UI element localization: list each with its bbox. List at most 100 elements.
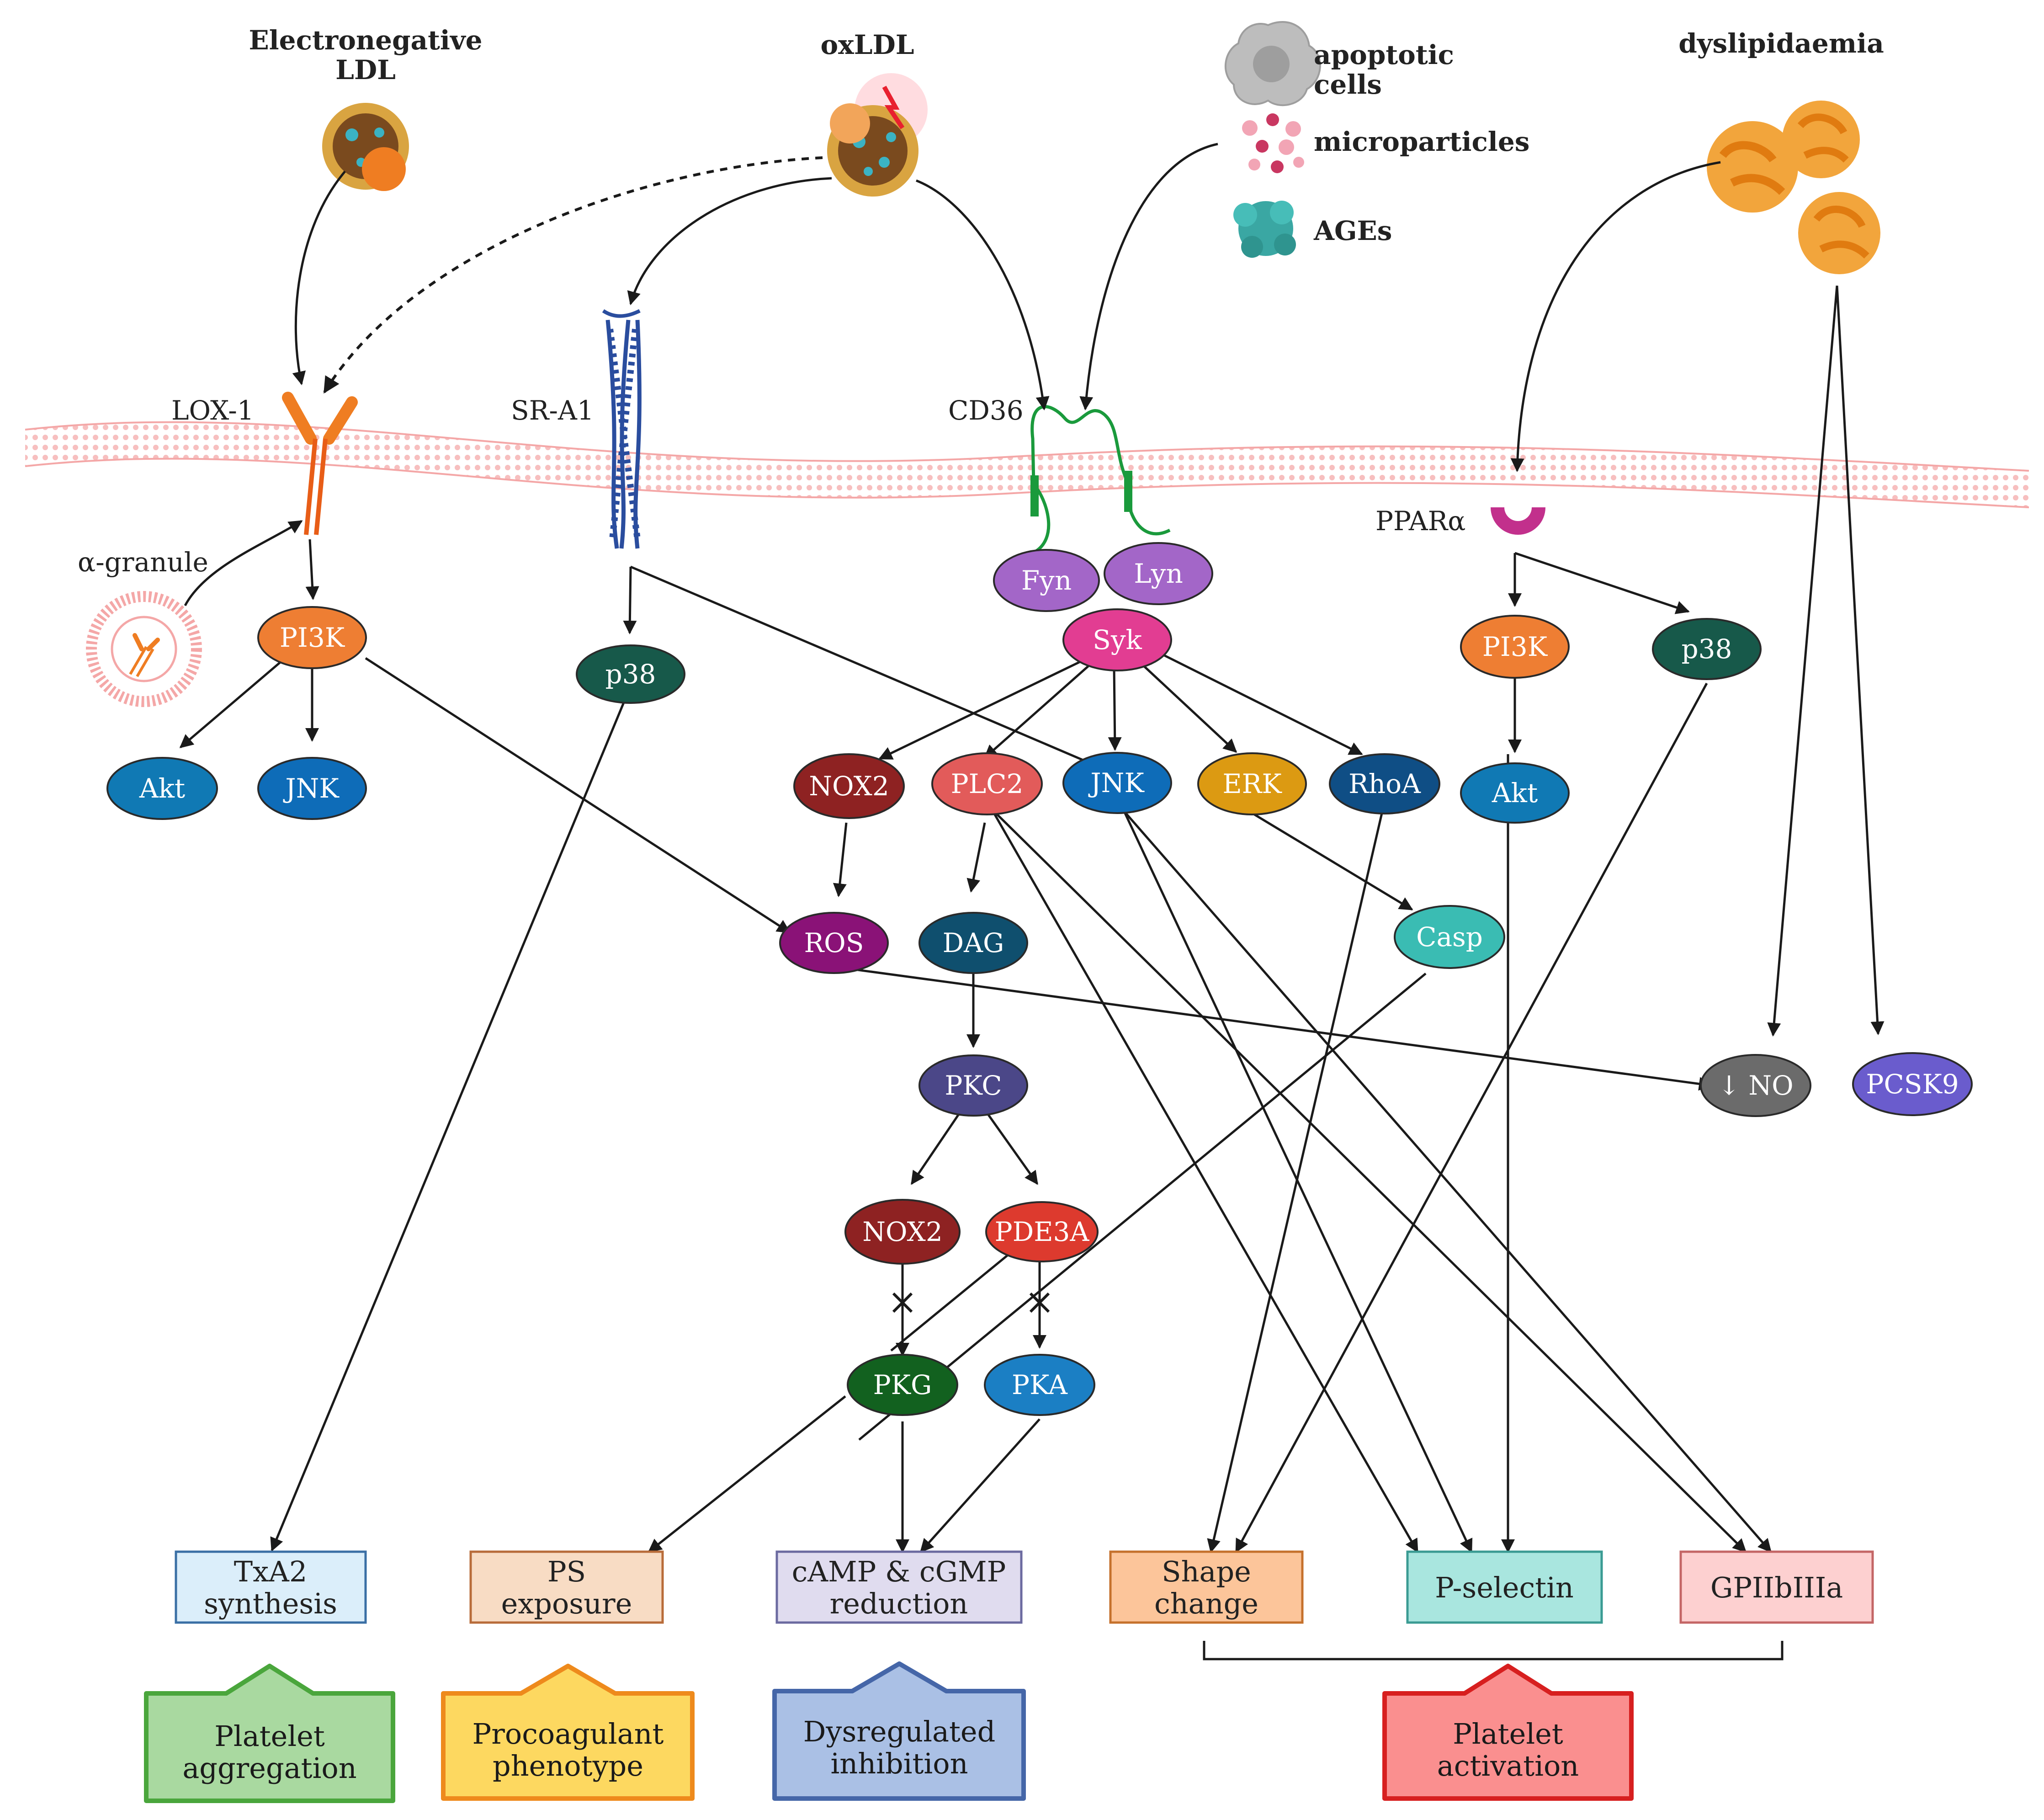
svg-text:GPIIbIIIa: GPIIbIIIa <box>1710 1571 1843 1604</box>
svg-text:NOX2: NOX2 <box>862 1216 942 1247</box>
effect-gpiibiiia: GPIIbIIIa <box>1679 1550 1874 1624</box>
node-nox2-a: NOX2 <box>793 753 905 819</box>
svg-text:Fyn: Fyn <box>1021 565 1072 596</box>
svg-text:inhibition: inhibition <box>830 1747 968 1780</box>
node-fyn: Fyn <box>993 549 1100 612</box>
outcome-procoagulant-phenotype: Procoagulant phenotype <box>441 1664 695 1801</box>
svg-text:TxA2: TxA2 <box>234 1555 308 1588</box>
node-p38-sr: p38 <box>576 644 685 704</box>
alpha-granule-icon <box>86 591 202 707</box>
electronegative-ldl-label: Electronegative <box>249 25 482 56</box>
block-mark-nox2-pkg <box>892 1292 913 1313</box>
svg-text:DAG: DAG <box>943 927 1004 958</box>
electronegative-ldl-label-2: LDL <box>335 54 396 85</box>
node-dag: DAG <box>918 912 1028 974</box>
node-akt-pp: Akt <box>1460 762 1570 824</box>
svg-text:PDE3A: PDE3A <box>995 1216 1090 1247</box>
svg-text:p38: p38 <box>605 659 656 690</box>
oxldl-label: oxLDL <box>820 29 914 60</box>
svg-text:activation: activation <box>1437 1749 1579 1783</box>
svg-text:synthesis: synthesis <box>204 1587 337 1620</box>
node-pkg: PKG <box>847 1354 958 1416</box>
effect-shape-change: Shape change <box>1109 1550 1304 1624</box>
svg-text:reduction: reduction <box>830 1587 968 1620</box>
node-rhoa: RhoA <box>1329 753 1440 814</box>
dyslipidaemia-lipoprotein-icon <box>1707 101 1880 274</box>
cd36-label: CD36 <box>948 395 1024 426</box>
node-pkc: PKC <box>918 1054 1028 1117</box>
svg-text:Akt: Akt <box>1492 777 1538 809</box>
svg-text:PKC: PKC <box>945 1070 1002 1101</box>
svg-text:PS: PS <box>547 1555 586 1588</box>
svg-text:PI3K: PI3K <box>280 622 345 653</box>
svg-text:JNK: JNK <box>283 773 340 804</box>
dyslipidaemia-label: dyslipidaemia <box>1678 28 1884 59</box>
node-jnk-cd: JNK <box>1062 752 1172 814</box>
svg-text:JNK: JNK <box>1088 767 1145 798</box>
outcome-dysregulated-inhibition: Dysregulated inhibition <box>772 1661 1026 1801</box>
node-pi3k-lox: PI3K <box>257 606 367 669</box>
svg-text:Casp: Casp <box>1416 921 1483 953</box>
ages-icon <box>1233 201 1296 258</box>
apoptotic-cell-icon <box>1224 21 1321 106</box>
svg-text:p38: p38 <box>1682 633 1732 665</box>
node-nox2-b: NOX2 <box>844 1199 961 1265</box>
electronegative-ldl-icon <box>322 103 409 191</box>
node-erk: ERK <box>1197 752 1307 815</box>
svg-text:phenotype: phenotype <box>493 1749 643 1783</box>
svg-text:ROS: ROS <box>804 927 864 958</box>
outcome-platelet-aggregation: Platelet aggregation <box>144 1664 395 1803</box>
sr-a1-label-text: SR-A1 <box>511 395 594 426</box>
svg-text:↓ NO: ↓ NO <box>1718 1070 1793 1101</box>
outcome-platelet-activation: Platelet activation <box>1382 1664 1634 1801</box>
node-jnk-lox: JNK <box>257 757 367 820</box>
svg-text:PKA: PKA <box>1012 1369 1068 1400</box>
svg-text:Dysregulated: Dysregulated <box>803 1715 996 1748</box>
node-casp: Casp <box>1394 905 1505 969</box>
microparticles-label: microparticles <box>1314 126 1529 157</box>
ppar-alpha-icon <box>1491 507 1545 535</box>
node-pcsk9: PCSK9 <box>1852 1052 1973 1116</box>
apoptotic-cells-label-2: cells <box>1314 69 1382 100</box>
node-p38-pp: p38 <box>1652 618 1762 680</box>
node-pka: PKA <box>984 1354 1095 1416</box>
svg-text:Platelet: Platelet <box>214 1719 325 1753</box>
effect-p-selectin: P-selectin <box>1406 1550 1603 1624</box>
alpha-granule-label: α-granule <box>78 547 208 578</box>
svg-text:ERK: ERK <box>1222 768 1282 799</box>
svg-text:RhoA: RhoA <box>1349 768 1421 799</box>
node-syk: Syk <box>1062 608 1172 671</box>
svg-text:PCSK9: PCSK9 <box>1866 1069 1959 1100</box>
svg-text:Lyn: Lyn <box>1134 558 1183 589</box>
effect-camp-cgmp-reduction: cAMP & cGMP reduction <box>775 1550 1023 1624</box>
node-pde3a: PDE3A <box>985 1201 1099 1262</box>
svg-text:NOX2: NOX2 <box>809 771 889 802</box>
svg-text:PLC2: PLC2 <box>951 768 1024 799</box>
svg-text:Shape: Shape <box>1162 1555 1251 1588</box>
node-ros: ROS <box>779 912 889 974</box>
svg-text:PKG: PKG <box>873 1369 932 1400</box>
apoptotic-cells-label: apoptotic <box>1314 39 1454 70</box>
svg-text:aggregation: aggregation <box>182 1751 356 1785</box>
svg-text:P-selectin: P-selectin <box>1435 1571 1574 1604</box>
lox1-label: LOX-1 <box>171 395 254 426</box>
svg-text:exposure: exposure <box>501 1587 632 1620</box>
lox1-receptor-icon <box>282 392 358 535</box>
node-no: ↓ NO <box>1700 1054 1811 1117</box>
node-lyn: Lyn <box>1104 542 1213 605</box>
svg-text:Procoagulant: Procoagulant <box>473 1717 664 1751</box>
sr-a1-receptor-icon <box>602 309 642 549</box>
microparticles-icon <box>1242 113 1304 173</box>
svg-text:cAMP & cGMP: cAMP & cGMP <box>792 1555 1006 1588</box>
ages-label: AGEs <box>1313 215 1392 246</box>
svg-text:Syk: Syk <box>1093 624 1142 655</box>
effect-ps-exposure: PS exposure <box>469 1550 664 1624</box>
svg-text:Akt: Akt <box>139 773 185 804</box>
block-mark-pde3a-pka <box>1029 1292 1050 1313</box>
svg-text:change: change <box>1154 1587 1258 1620</box>
node-akt-lox: Akt <box>106 757 218 820</box>
edges <box>179 143 1885 1660</box>
plasma-membrane <box>25 421 2029 508</box>
cd36-receptor-icon <box>1030 405 1171 555</box>
